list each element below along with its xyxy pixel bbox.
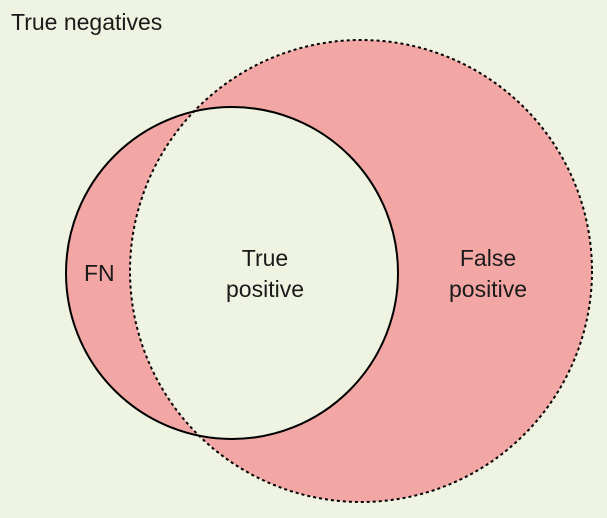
true-positive-line1: True <box>241 245 289 271</box>
true-positive-region <box>130 107 398 439</box>
true-positive-line2: positive <box>226 276 304 302</box>
predicted-positive-outline <box>129 39 593 503</box>
true-negatives-label: True negatives <box>11 9 163 35</box>
false-negative-label: FN <box>84 260 115 286</box>
false-positive-line1: False <box>459 245 517 271</box>
false-positive-line2: positive <box>449 276 527 302</box>
actual-positive-outline <box>65 106 399 440</box>
true-positive-label: True positive <box>226 243 304 305</box>
false-positive-label: False positive <box>449 243 527 305</box>
